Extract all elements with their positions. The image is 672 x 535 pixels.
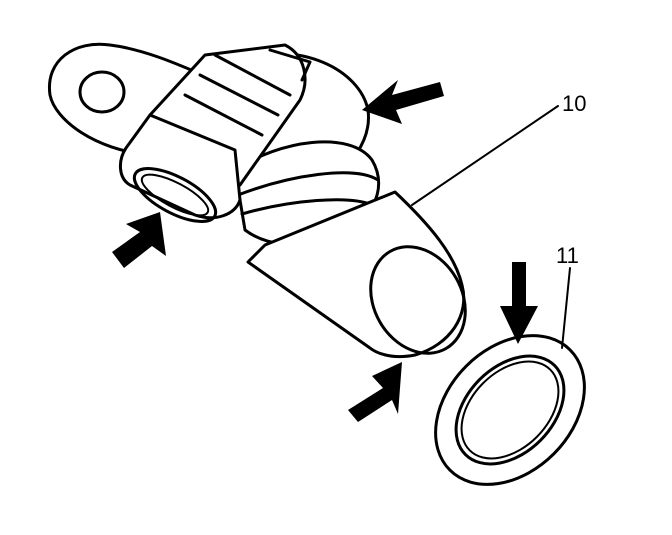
arrow-upper-right: [362, 80, 444, 124]
arrow-seal: [500, 262, 538, 344]
arrow-tip: [348, 362, 402, 422]
leader-line-11: [561, 267, 571, 349]
bolt-hole: [78, 70, 126, 114]
seal-ring: [434, 334, 586, 486]
leader-line-10: [411, 105, 559, 206]
connector-opening: [132, 167, 218, 223]
callout-label-10: 10: [562, 91, 587, 116]
electrical-connector: [119, 43, 312, 223]
callout-label-11: 11: [556, 243, 579, 268]
arrows: [112, 80, 538, 422]
leader-lines: [411, 105, 571, 349]
arrow-connector: [112, 212, 166, 268]
